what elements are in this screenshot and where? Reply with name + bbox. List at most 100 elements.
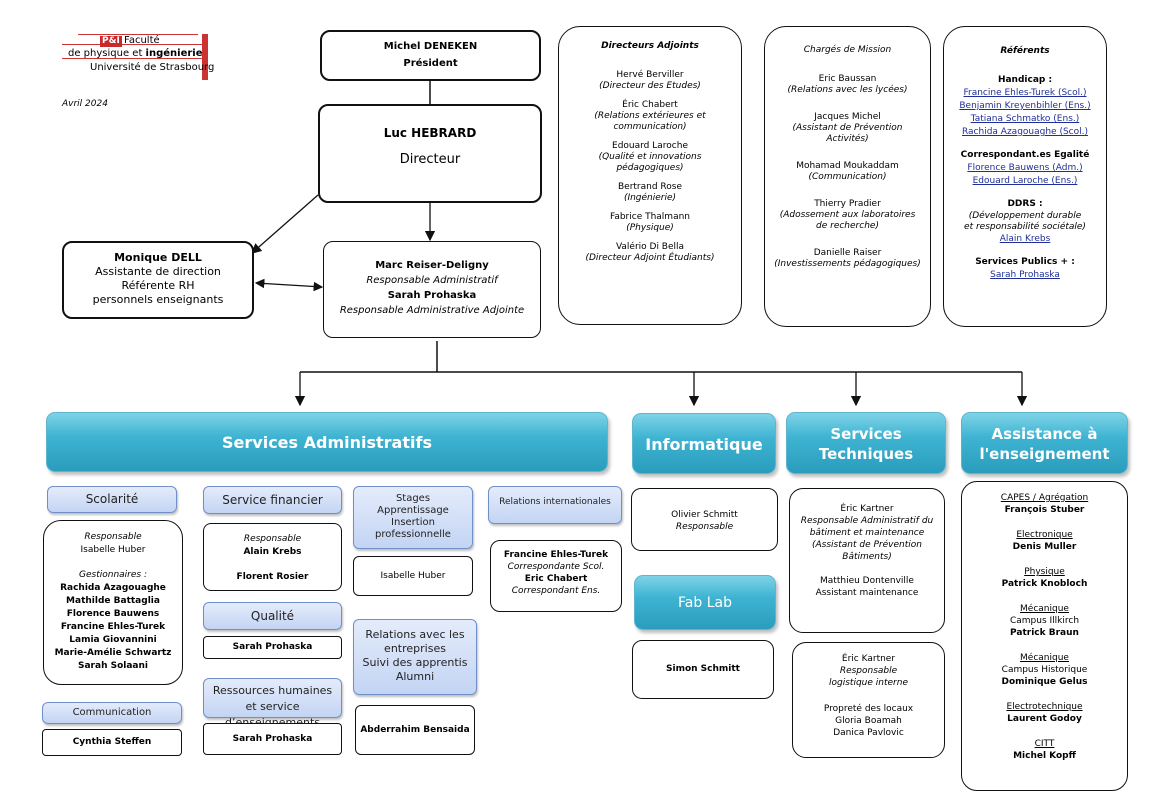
- financier-other: Florent Rosier: [236, 572, 309, 582]
- informatique-header: Informatique: [632, 413, 776, 474]
- directeurs-adjoints-item: Valério Di Bella (Directeur Adjoint Étud…: [585, 242, 715, 263]
- intl-header: Relations internationales: [488, 486, 622, 524]
- intl-role2: Correspondant Ens.: [511, 586, 601, 596]
- egalite-link[interactable]: Florence Bauwens (Adm.): [967, 163, 1083, 173]
- communication-name: Cynthia Steffen: [72, 737, 152, 747]
- handicap-link[interactable]: Francine Ehles-Turek (Scol.): [963, 88, 1087, 98]
- assistance-section: Electrotechnique Laurent Godoy: [1006, 702, 1083, 724]
- entreprises-box: Abderrahim Bensaida: [355, 705, 475, 755]
- services-tech-title2: Techniques: [818, 445, 914, 463]
- rh-name: Sarah Prohaska: [232, 734, 313, 744]
- charges-mission-title: Chargés de Mission: [803, 45, 892, 55]
- assistance-section: CITT Michel Kopff: [1013, 739, 1076, 761]
- scolarite-header: Scolarité: [47, 486, 177, 513]
- director-role: Directeur: [399, 152, 461, 167]
- services-tech-box2: Éric Kartner Responsable logistique inte…: [792, 642, 945, 758]
- ddrs-title: DDRS :: [1007, 199, 1043, 209]
- scolarite-resp-label: Responsable: [84, 532, 142, 542]
- services-tech-header: Services Techniques: [786, 412, 946, 474]
- tech2-person: Gloria Boamah: [835, 716, 902, 726]
- handicap-title: Handicap :: [997, 75, 1053, 85]
- charges-mission-item: Mohamad Moukaddam (Communication): [796, 161, 899, 182]
- stages-box: Isabelle Huber: [353, 556, 473, 596]
- handicap-link[interactable]: Benjamin Kreyenbihler (Ens.): [959, 101, 1091, 111]
- assistant-admin-arrow: [254, 278, 324, 292]
- stages-name: Isabelle Huber: [380, 571, 446, 581]
- qualite-name: Sarah Prohaska: [232, 642, 313, 652]
- intl-box: Francine Ehles-Turek Correspondante Scol…: [490, 540, 622, 612]
- scolarite-gest: Lamia Giovannini: [69, 635, 157, 645]
- services-publics-link[interactable]: Sarah Prohaska: [990, 270, 1060, 280]
- assistant-role1: Assistante de direction: [95, 265, 221, 278]
- assistant-name: Monique DELL: [114, 251, 202, 264]
- tech1-role: Responsable Administratif du bâtiment et…: [800, 516, 934, 562]
- ddrs-link[interactable]: Alain Krebs: [999, 234, 1051, 244]
- informatique-box: Olivier Schmitt Responsable: [631, 488, 778, 551]
- qualite-box: Sarah Prohaska: [203, 636, 342, 659]
- director-assistant-arrow: [251, 194, 319, 254]
- services-tech-box1: Éric Kartner Responsable Administratif d…: [789, 488, 945, 633]
- assistance-section: CAPES / Agrégation François Stuber: [1000, 493, 1089, 515]
- financier-resp: Alain Krebs: [243, 547, 302, 557]
- tech1-role2: Assistant maintenance: [815, 588, 919, 598]
- charges-mission-box: Chargés de Mission Eric Baussan (Relatio…: [764, 26, 931, 327]
- qualite-header: Qualité: [203, 602, 342, 630]
- assistance-section: Mécanique Campus Historique Dominique Ge…: [1001, 653, 1088, 687]
- tech2-person: Danica Pavlovic: [833, 728, 904, 738]
- charges-mission-item: Danielle Raiser (Investissements pédagog…: [774, 248, 921, 269]
- charges-mission-item: Thierry Pradier (Adossement aux laborato…: [779, 199, 916, 231]
- scolarite-resp: Isabelle Huber: [80, 545, 146, 555]
- admin-role2: Responsable Administrative Adjointe: [339, 305, 525, 316]
- logo-line-faculte: Faculté: [124, 35, 160, 46]
- scolarite-gest: Florence Bauwens: [66, 609, 160, 619]
- charges-mission-item: Eric Baussan (Relations avec les lycées): [787, 74, 908, 95]
- director-name: Luc HEBRARD: [383, 126, 477, 140]
- assistant-box: Monique DELL Assistante de direction Réf…: [62, 241, 254, 319]
- scolarite-box: Responsable Isabelle Huber Gestionnaires…: [43, 520, 183, 685]
- referents-box: Référents Handicap : Francine Ehles-Ture…: [943, 26, 1107, 327]
- date-label: Avril 2024: [62, 99, 108, 109]
- admin-box: Marc Reiser-Deligny Responsable Administ…: [323, 241, 541, 338]
- intl-name1: Francine Ehles-Turek: [503, 550, 609, 560]
- tech1-name: Éric Kartner: [840, 504, 894, 514]
- charges-mission-item: Jacques Michel (Assistant de Prévention …: [792, 112, 903, 144]
- logo-line-universite: Université de Strasbourg: [90, 62, 215, 73]
- informatique-name: Olivier Schmitt: [671, 510, 738, 520]
- admin-role1: Responsable Administratif: [366, 275, 498, 286]
- president-name: Michel DENEKEN: [383, 41, 478, 52]
- tech2-name: Éric Kartner: [841, 654, 896, 664]
- directeurs-adjoints-item: Hervé Berviller (Directeur des Etudes): [599, 70, 701, 91]
- assistance-section: Electronique Denis Muller: [1012, 530, 1077, 552]
- ddrs-desc: (Développement durable et responsabilité…: [964, 211, 1086, 232]
- directeurs-adjoints-item: Edouard Laroche (Qualité et innovations …: [598, 141, 702, 173]
- directeurs-adjoints-box: Directeurs Adjoints Hervé Berviller (Dir…: [558, 26, 742, 325]
- services-publics-title: Services Publics + :: [975, 257, 1075, 267]
- services-tech-title1: Services: [830, 425, 902, 443]
- informatique-title: Informatique: [645, 435, 763, 454]
- egalite-link[interactable]: Edouard Laroche (Ens.): [972, 176, 1078, 186]
- financier-header: Service financier: [203, 486, 342, 514]
- egalite-title: Correspondant.es Egalité: [960, 150, 1090, 160]
- handicap-link[interactable]: Rachida Azagouaghe (Scol.): [961, 127, 1088, 137]
- intl-name2: Eric Chabert: [524, 574, 588, 584]
- tech2-sub: Propreté des locaux: [823, 704, 914, 714]
- referents-title: Référents: [1000, 46, 1050, 56]
- logo-mark: P&I: [100, 36, 122, 47]
- logo-line-physique: de physique et ingénierie: [68, 48, 203, 59]
- faculty-logo: P&I Faculté de physique et ingénierie Un…: [62, 34, 215, 84]
- directeurs-adjoints-item: Fabrice Thalmann (Physique): [609, 212, 691, 233]
- scolarite-gest-label: Gestionnaires :: [79, 570, 147, 580]
- rh-header: Ressources humaines et service d’enseign…: [203, 678, 342, 729]
- admin-name1: Marc Reiser-Deligny: [375, 260, 489, 271]
- financier-resp-label: Responsable: [243, 534, 302, 544]
- scolarite-gest: Marie-Amélie Schwartz: [54, 648, 172, 658]
- services-admin-header: Services Administratifs: [46, 412, 608, 472]
- handicap-link[interactable]: Tatiana Schmatko (Ens.): [970, 114, 1080, 124]
- intl-role1: Correspondante Scol.: [507, 562, 605, 572]
- president-role: Président: [403, 58, 458, 69]
- fablab-title: Fab Lab: [678, 595, 732, 611]
- directeurs-adjoints-title: Directeurs Adjoints: [601, 41, 699, 51]
- fablab-name: Simon Schmitt: [666, 664, 740, 674]
- director-box: Luc HEBRARD Directeur: [318, 104, 542, 203]
- assistance-title1: Assistance à: [991, 425, 1098, 443]
